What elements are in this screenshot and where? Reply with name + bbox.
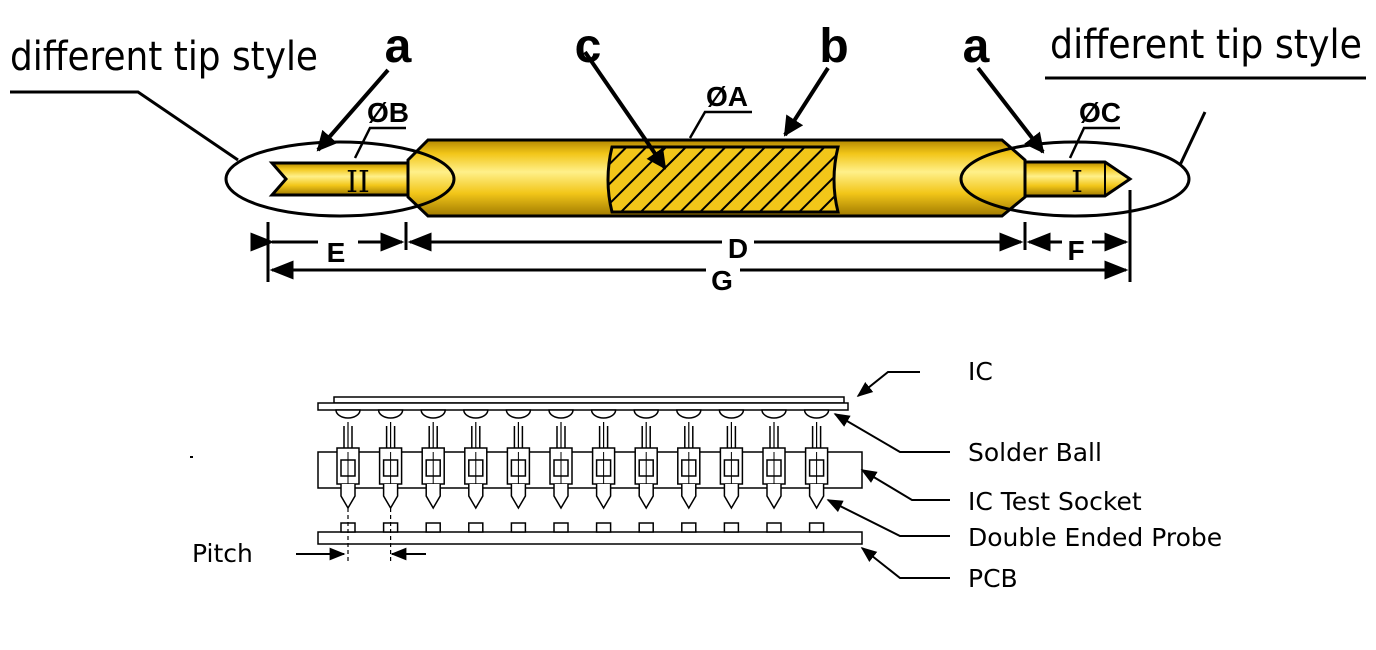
- solder-ball: [718, 409, 745, 419]
- arrow-c: [583, 50, 667, 170]
- letter-c: c: [575, 20, 602, 73]
- label-ic: IC: [968, 357, 993, 386]
- socket-figure: [317, 396, 863, 564]
- probe-figure: II I a c b a ØA ØB ØC different tip styl…: [10, 20, 1366, 296]
- dim-e-label: E: [327, 237, 346, 268]
- solder-ball: [676, 409, 702, 419]
- solder-ball: [505, 409, 532, 419]
- dim-g-label: G: [711, 265, 733, 296]
- probe-array: [335, 409, 830, 564]
- pcb-pad: [553, 522, 569, 533]
- letter-a-right: a: [963, 20, 990, 73]
- stray-dot: [190, 456, 193, 458]
- plunger-left: [268, 161, 410, 197]
- solder-ball: [377, 409, 404, 419]
- probe-lower-tip: [425, 484, 441, 510]
- tip-style-leader-left: [10, 90, 239, 162]
- dim-g-label-bg: [706, 262, 740, 288]
- leader-diameter-c: [1068, 126, 1120, 159]
- tip-ellipse-right: [959, 140, 1191, 218]
- pcb-pad: [595, 522, 612, 533]
- cutaway-section: [606, 145, 840, 214]
- label-pitch: Pitch: [192, 539, 253, 568]
- solder-ball: [803, 409, 830, 419]
- tip-mark-left: II: [346, 165, 370, 200]
- ic-top-plate: [333, 396, 845, 404]
- pcb-board: [317, 531, 863, 545]
- solder-ball: [420, 409, 446, 419]
- label-double-ended-probe: Double Ended Probe: [968, 523, 1222, 552]
- leader-solder-ball: [833, 413, 950, 453]
- probe-lower-tip: [808, 484, 825, 510]
- arrow-a-left: [316, 68, 390, 152]
- tip-style-label-right: different tip style: [1050, 22, 1362, 68]
- diameter-b-label: ØB: [367, 97, 409, 128]
- leader-diameter-a: [688, 110, 752, 139]
- letter-b: b: [819, 20, 848, 73]
- dim-d-label: D: [728, 233, 748, 264]
- solder-ball: [548, 409, 574, 419]
- pcb-pad: [808, 522, 825, 533]
- pcb-pad: [681, 522, 697, 533]
- dim-d-label-bg: [722, 230, 754, 254]
- leader-diameter-b: [353, 126, 406, 159]
- arrow-b: [783, 66, 830, 137]
- solder-ball: [590, 409, 617, 419]
- label-ic-test-socket: IC Test Socket: [968, 487, 1142, 516]
- tip-mark-right: I: [1071, 165, 1083, 200]
- pcb-pad: [468, 522, 484, 533]
- solder-ball: [761, 409, 787, 419]
- tip-ellipse-left: [224, 140, 456, 218]
- pcb-pad: [638, 522, 654, 533]
- letter-a-left: a: [385, 20, 412, 73]
- label-solder-ball: Solder Ball: [968, 438, 1102, 467]
- arrow-a-right: [976, 66, 1045, 154]
- probe-lower-tip: [723, 484, 740, 510]
- leader-pcb: [860, 547, 950, 579]
- leader-ic: [856, 371, 920, 397]
- diameter-a-label: ØA: [706, 81, 748, 112]
- pcb-pad: [723, 522, 740, 533]
- pcb-pad: [766, 522, 782, 533]
- probe-lower-tip: [340, 484, 356, 510]
- probe-lower-tip: [681, 484, 697, 510]
- probe-lower-tip: [595, 484, 612, 510]
- dim-f-label-bg: [1062, 228, 1092, 256]
- socket-callouts: [296, 371, 950, 579]
- solder-ball: [633, 409, 659, 419]
- leader-ic-test-socket: [860, 469, 950, 501]
- dim-f-label: F: [1067, 235, 1084, 266]
- leader-double-ended-probe: [826, 499, 950, 537]
- probe-lower-tip: [510, 484, 527, 510]
- probe-lower-tip: [766, 484, 782, 510]
- label-pcb: PCB: [968, 564, 1018, 593]
- solder-ball: [335, 409, 361, 419]
- tip-style-leader-right: [1178, 111, 1207, 166]
- tip-style-label-left: different tip style: [10, 34, 318, 80]
- plunger-right: [1023, 160, 1133, 198]
- probe-lower-tip: [468, 484, 484, 510]
- pcb-pad: [425, 522, 441, 533]
- probe-lower-tip: [638, 484, 654, 510]
- probe-lower-tip: [553, 484, 569, 510]
- probe-lower-tip: [382, 484, 399, 510]
- pcb-pad: [510, 522, 527, 533]
- diameter-c-label: ØC: [1079, 97, 1121, 128]
- ic-body: [317, 402, 849, 411]
- solder-ball: [463, 409, 489, 419]
